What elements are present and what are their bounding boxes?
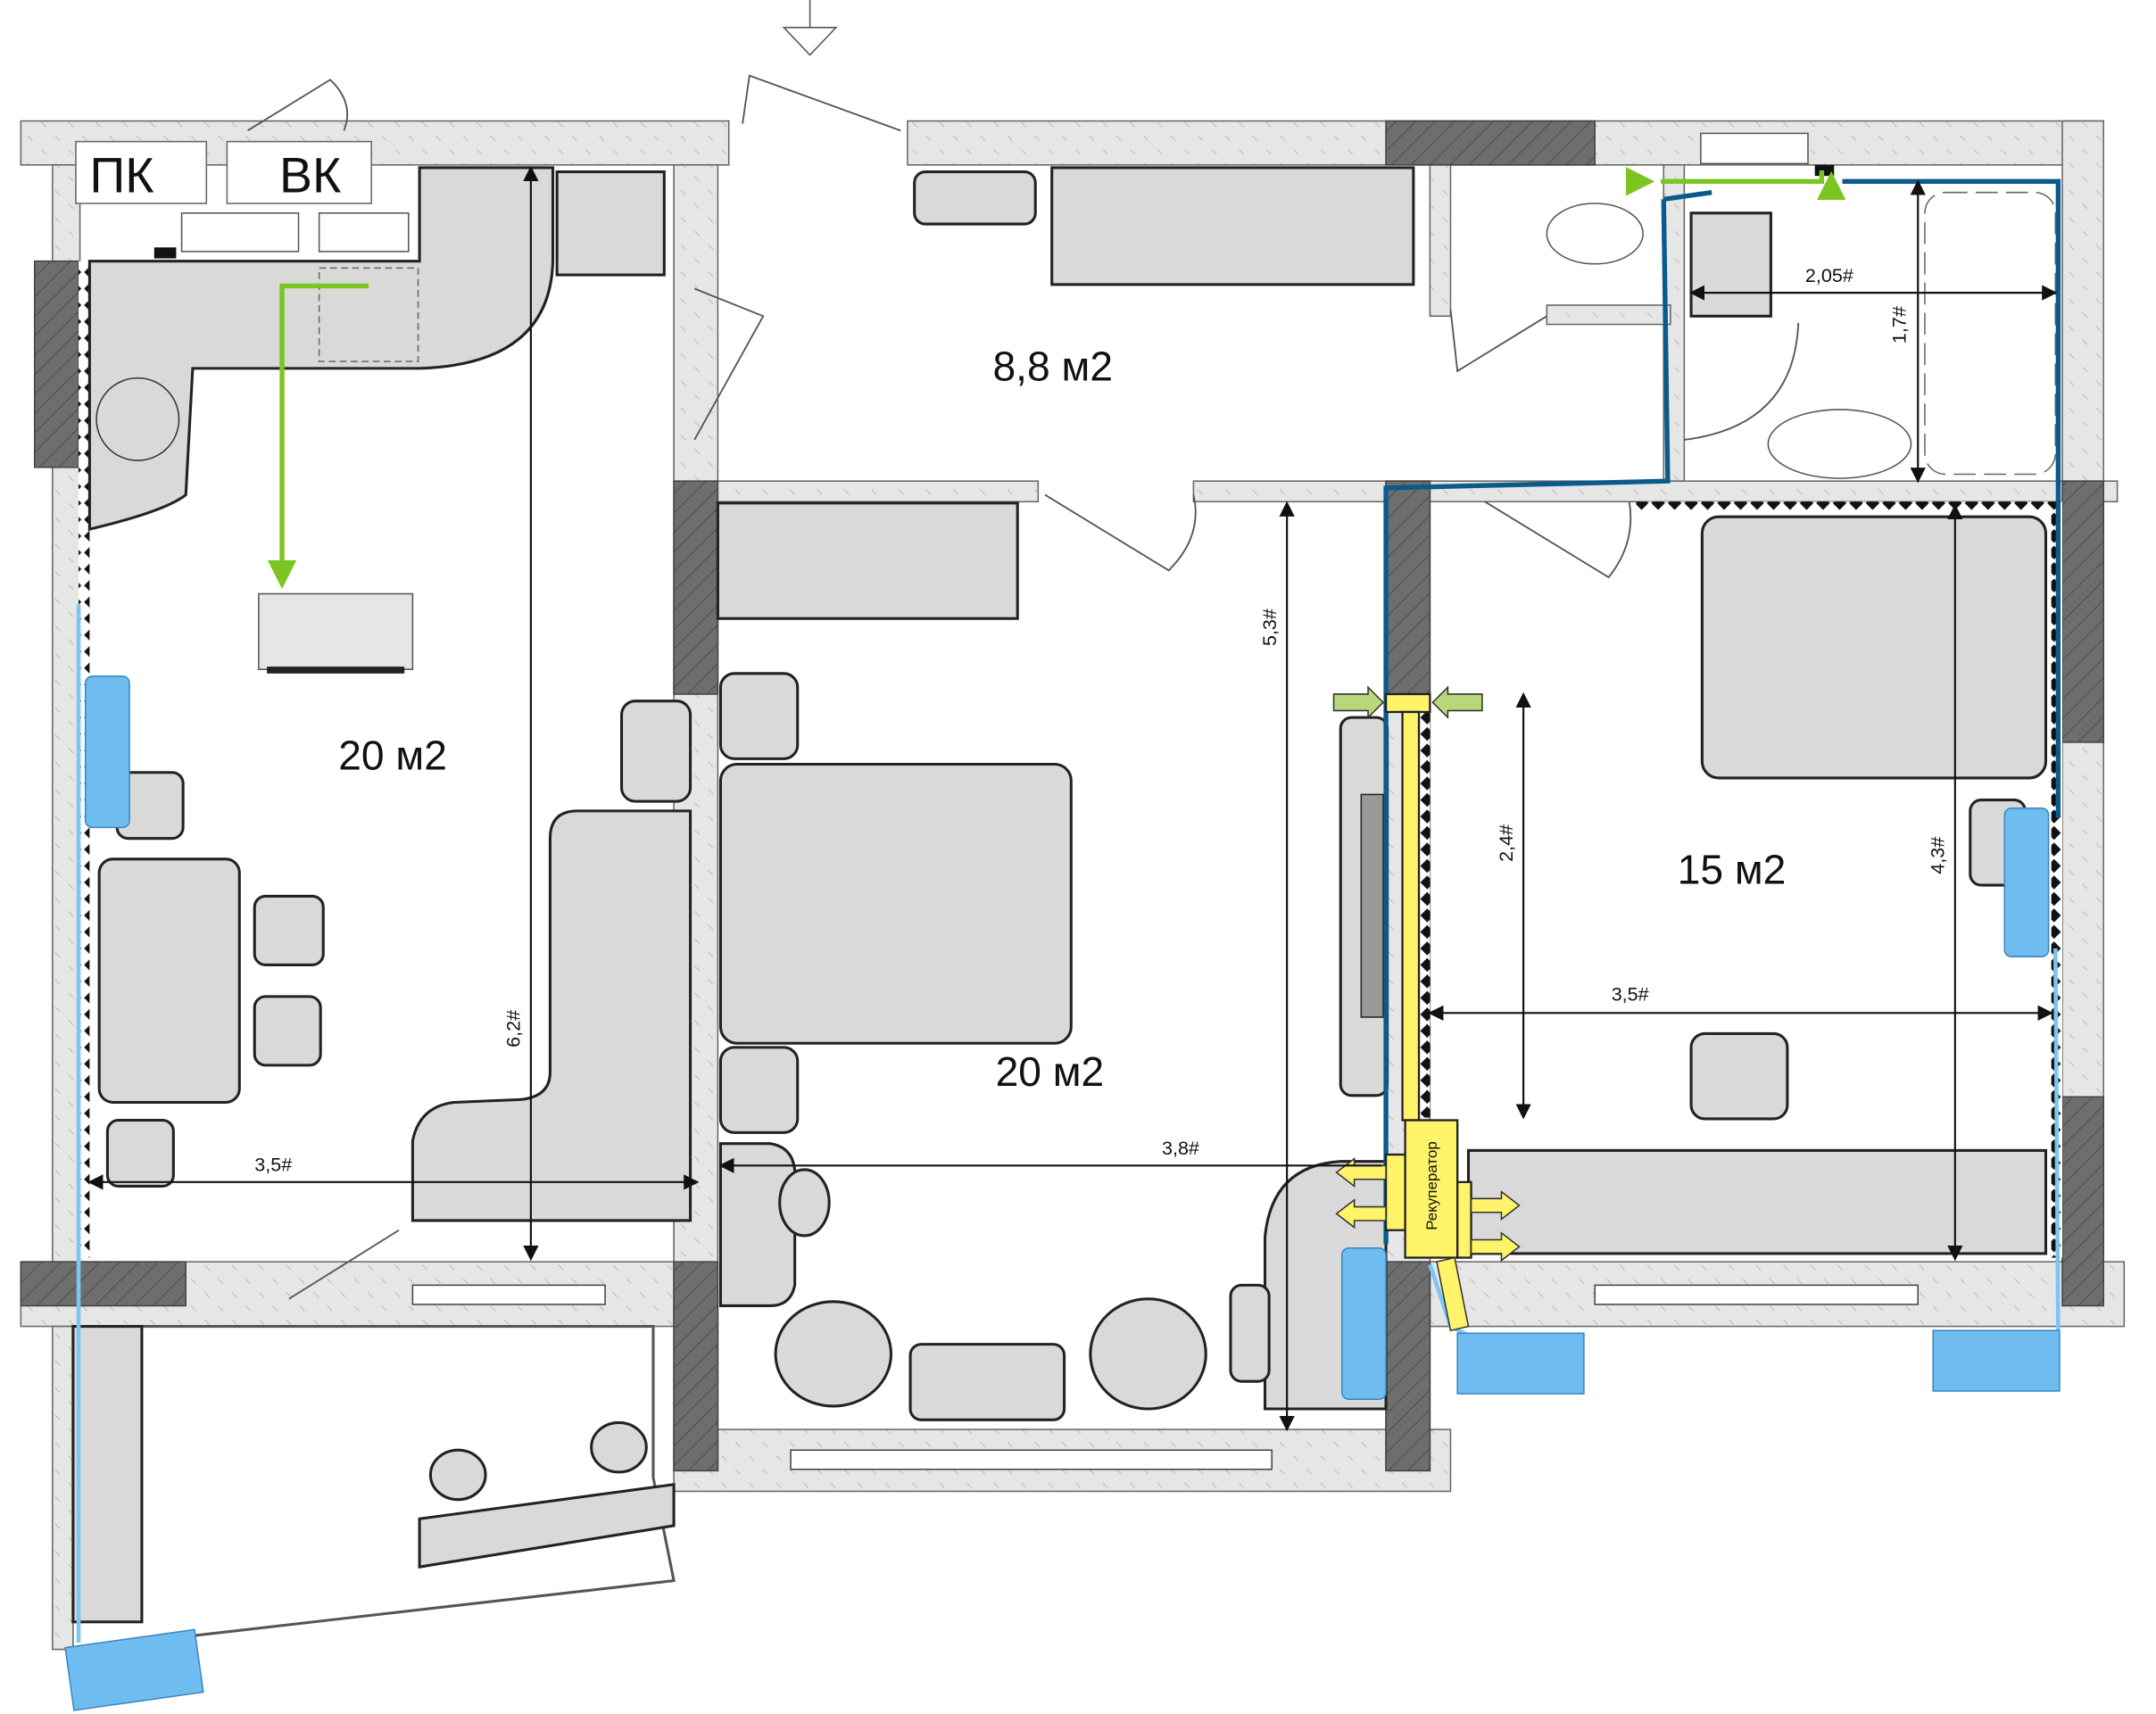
recuperator-label: Рекуператор (1423, 1141, 1440, 1230)
furniture (71, 132, 2057, 1624)
dim-living-length: 5,3# (1258, 609, 1281, 646)
dimension-lines: 6,2# 3,5# 5,3# 3,8# 2,4# 3,5# 2,05# 1,7#… (87, 165, 2058, 1432)
radiators (64, 675, 2061, 1711)
dim-bath-length: 1,7# (1887, 306, 1910, 344)
dim-bedroom-length: 4,3# (1927, 837, 1949, 874)
gas-lines (267, 167, 1846, 590)
radiator (1456, 1332, 1585, 1395)
walls (20, 0, 2126, 1652)
radiator (1932, 1329, 2061, 1392)
pk-label: ПК (89, 148, 153, 203)
radiator (84, 675, 130, 829)
radiator (2003, 807, 2050, 957)
vk-label: ВК (279, 148, 341, 203)
radiator (1341, 1247, 1387, 1400)
dim-duct-length: 2,4# (1495, 824, 1517, 862)
room-area-bedroom: 15 м2 (1678, 847, 1787, 893)
utility-shafts: ПК ВК (75, 140, 372, 204)
room-area-hallway: 8,8 м2 (992, 344, 1113, 390)
radiator (64, 1628, 204, 1711)
dim-kitchen-width: 3,5# (254, 1154, 292, 1176)
room-area-living: 20 м2 (996, 1048, 1105, 1095)
dim-bath-width: 2,05# (1805, 264, 1853, 286)
room-area-kitchen: 20 м2 (338, 733, 447, 779)
dim-living-width: 3,8# (1162, 1137, 1199, 1159)
doors (247, 74, 1800, 1300)
dim-bedroom-width: 3,5# (1612, 982, 1649, 1005)
dim-kitchen-length: 6,2# (502, 1010, 525, 1047)
ventilation-system: Рекуператор (1332, 685, 1521, 1332)
room-labels: 20 м2 8,8 м2 20 м2 15 м2 (338, 344, 1786, 1095)
